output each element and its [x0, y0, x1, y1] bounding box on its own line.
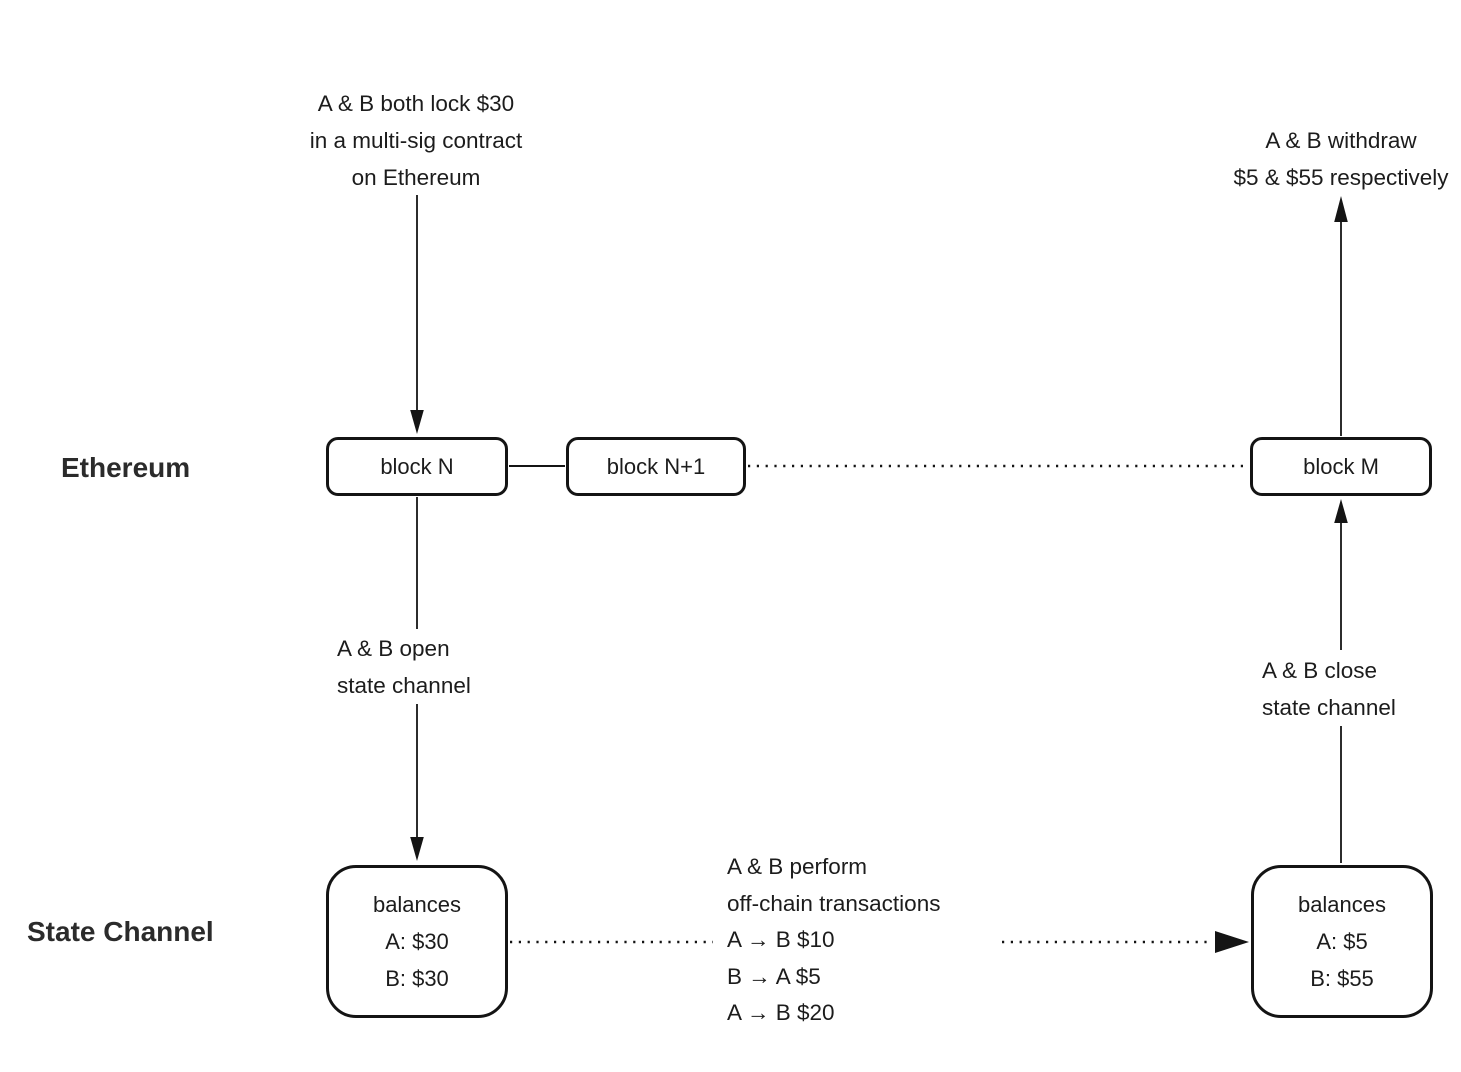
ethereum-row-label: Ethereum [61, 452, 191, 483]
block-m-node: block M [1250, 437, 1432, 496]
offchain-note-line: A → B $10 [727, 927, 835, 952]
lock-funds-note-line: A & B both lock $30 [317, 91, 515, 116]
block-n-label: block N [380, 454, 454, 479]
state-channel-row-label: State Channel [27, 916, 214, 947]
withdraw-note: A & B withdraw $5 & $55 respectively [1233, 122, 1448, 196]
balances-initial-title: balances [372, 892, 462, 917]
withdraw-note-line: $5 & $55 respectively [1233, 165, 1449, 190]
balances-final-b: B: $55 [1310, 966, 1374, 991]
close-channel-note-line: A & B close [1262, 658, 1378, 683]
offchain-note-line: A → B $20 [727, 1000, 835, 1025]
lock-funds-note: A & B both lock $30 in a multi-sig contr… [310, 85, 523, 196]
block-m-label: block M [1303, 454, 1379, 479]
block-n1-node: block N+1 [566, 437, 746, 496]
open-channel-note-line: state channel [337, 673, 471, 698]
offchain-dotted-arrow [1002, 931, 1249, 953]
lock-funds-note-line: on Ethereum [351, 165, 481, 190]
balances-initial-node: balances A: $30 B: $30 [326, 865, 508, 1018]
withdraw-note-line: A & B withdraw [1265, 128, 1417, 153]
balances-initial-a: A: $30 [385, 929, 449, 954]
withdraw-arrow [1334, 196, 1348, 436]
lock-funds-note-line: in a multi-sig contract [309, 128, 523, 153]
lock-funds-arrow [410, 195, 424, 434]
balances-initial-b: B: $30 [385, 966, 449, 991]
offchain-transactions-note: A & B perform off-chain transactions A →… [727, 849, 940, 1032]
balances-final-title: balances [1297, 892, 1387, 917]
balances-final-node: balances A: $5 B: $55 [1251, 865, 1433, 1018]
close-channel-note: A & B close state channel [1262, 652, 1396, 726]
offchain-note-line: B → A $5 [727, 963, 821, 989]
close-channel-note-line: state channel [1262, 695, 1396, 720]
offchain-note-line: off-chain transactions [727, 890, 941, 916]
block-n-node: block N [326, 437, 508, 496]
block-n1-label: block N+1 [606, 454, 706, 479]
open-channel-note: A & B open state channel [337, 630, 471, 704]
offchain-note-line: A & B perform [727, 854, 868, 879]
open-channel-note-line: A & B open [337, 636, 450, 661]
balances-final-a: A: $5 [1316, 929, 1368, 954]
